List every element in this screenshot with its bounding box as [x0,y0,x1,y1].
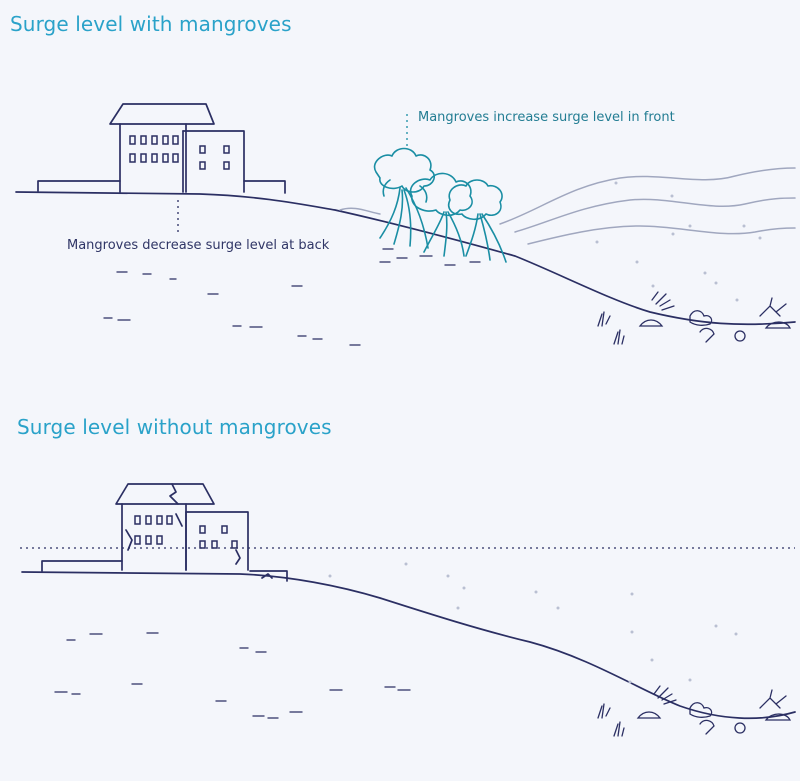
scene-with-mangroves [15,103,796,346]
building-windows [129,135,230,170]
low-wall [249,570,288,582]
wave-line [499,167,796,225]
water-dots [328,562,738,684]
annotation-surge-front: Mangroves increase surge level in front [418,110,675,125]
panel-title-with-mangroves: Surge level with mangroves [10,12,292,36]
wave-line [514,197,796,233]
ground-marks [54,632,411,719]
water-dots [595,181,762,302]
low-wall [243,180,286,194]
panel-title-without-mangroves: Surge level without mangroves [17,415,332,439]
annotation-surge-back: Mangroves decrease surge level at back [67,238,330,253]
ground-line [21,571,796,720]
seagrass-coral [597,685,792,737]
damaged-building [115,483,273,579]
ground-marks [103,248,481,346]
mangrove-trees [373,147,507,263]
low-wall [41,560,123,572]
low-wall [37,180,121,192]
wave-line [339,207,381,215]
building-windows [134,515,238,549]
scene-without-mangroves [20,483,796,737]
wave-line [527,225,796,245]
seagrass-coral [597,291,792,345]
ground-line [15,191,796,326]
building [109,103,245,193]
